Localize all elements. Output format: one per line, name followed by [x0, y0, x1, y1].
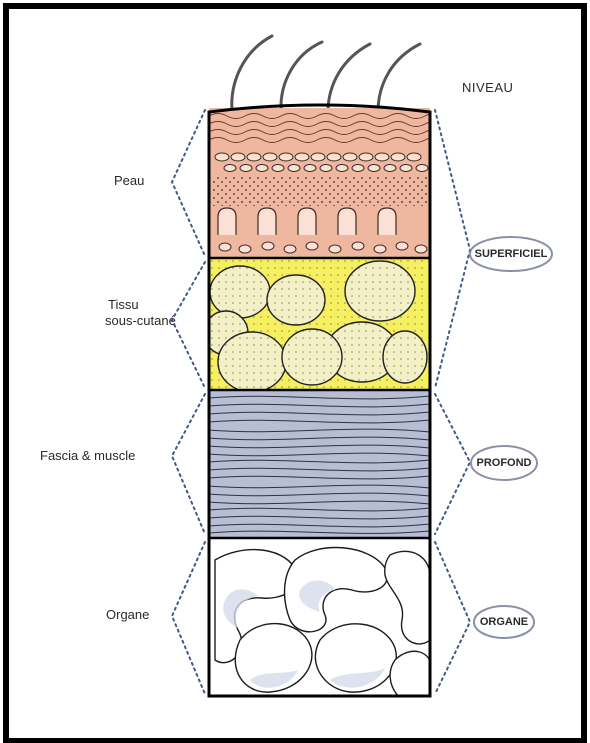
level-title: NIVEAU [462, 80, 513, 95]
badge-superficiel: SUPERFICIEL [470, 240, 552, 268]
fat-dots [209, 258, 430, 390]
brace-organe [172, 542, 205, 694]
right-braces [435, 110, 470, 694]
brace-profond [435, 394, 470, 534]
organ-layer [209, 538, 432, 696]
brace-organe-right [435, 542, 470, 694]
badge-profond: PROFOND [471, 449, 537, 477]
label-fascia: Fascia & muscle [40, 448, 135, 464]
badge-organe: ORGANE [474, 608, 534, 636]
brace-superficiel [435, 110, 470, 388]
label-tissu: Tissu sous-cutané [108, 297, 176, 329]
skin-layer [209, 108, 443, 258]
level-ellipses [470, 237, 552, 638]
brace-fascia [172, 394, 205, 534]
brace-tissu [172, 262, 205, 388]
label-peau: Peau [114, 173, 144, 189]
muscle-layer [209, 390, 430, 538]
skin-dots [209, 176, 430, 206]
label-tissu-line2: sous-cutané [105, 313, 176, 329]
fat-layer [204, 258, 430, 392]
brace-peau [172, 110, 205, 256]
label-tissu-line1: Tissu [108, 297, 176, 313]
left-braces [172, 110, 205, 694]
label-organe: Organe [106, 607, 149, 623]
hair-strands [232, 36, 420, 112]
